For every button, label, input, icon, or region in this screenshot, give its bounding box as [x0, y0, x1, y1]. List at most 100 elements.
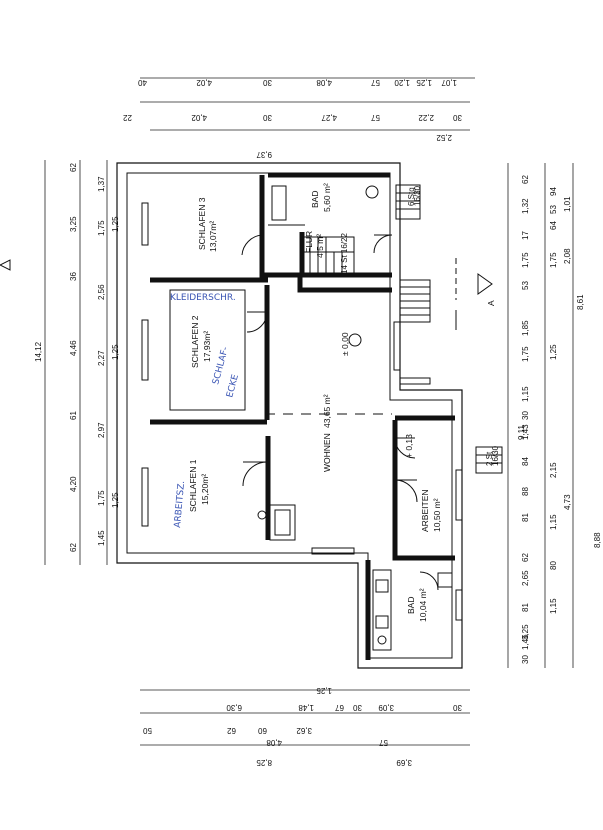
dim-right-row2-4: 1,25	[549, 344, 558, 360]
dim-right-row1-4: 53	[521, 281, 530, 290]
dim-bottom-row1-2: 30	[353, 703, 362, 712]
room-area-flur: 4,5 m²	[315, 234, 325, 258]
dim-left-row2-2: 2,56	[97, 284, 106, 300]
room-area-arbeiten: 10,50 m²	[432, 498, 442, 532]
room-label-arbeiten: ARBEITEN	[420, 489, 430, 532]
dim-right-overall: 9,11	[517, 424, 526, 440]
dim-left-row2-1: 1,75	[97, 220, 106, 236]
stair-label-small-1: 2 St	[485, 451, 494, 466]
stair-label-top: 14 St 16/22	[340, 233, 349, 274]
dim-right-row1-7: 1,15	[521, 386, 530, 402]
room-label-schlafen3: SCHLAFEN 3	[197, 197, 207, 250]
room-label-flur: FLUR	[304, 231, 314, 253]
dim-right-row2-6: 1,15	[549, 514, 558, 530]
dim-top-row2-3: 4,08	[316, 78, 332, 87]
dim-bottom-row3-0: 50	[143, 726, 152, 735]
dim-right-row1-11: 88	[521, 487, 530, 496]
dim-right-row1-13: 2,65	[521, 570, 530, 586]
level-marker	[348, 333, 362, 347]
dim-right-row1-14: 62	[521, 553, 530, 562]
dim-top-row2-7: 1,07	[441, 78, 457, 87]
dim-right-row1-0: 62	[521, 175, 530, 184]
dim-top-row2-5: 1,20	[394, 78, 410, 87]
dim-right-overall2: 8,61	[576, 294, 585, 310]
fireplace	[257, 504, 296, 541]
dim-bottom-row1-4: 3,09	[378, 703, 394, 712]
dim-left-row2-3: 2,27	[97, 350, 106, 366]
room-label-bad-top: BAD	[310, 191, 320, 208]
dim-right-row1-15: 81	[521, 603, 530, 612]
dim-left-row3-1: 1,25	[111, 344, 120, 360]
dim-left-row1-4: 61	[69, 411, 78, 420]
dim-bottom-row2-0: 6,30	[226, 703, 242, 712]
dim-left-row1-2: 36	[69, 272, 78, 281]
dim-bottom-row4-0: 4,08	[266, 738, 282, 747]
dim-right-row2-5: 2,15	[549, 462, 558, 478]
stair-label-small-2: 16/30	[491, 445, 500, 466]
dimension-lines	[44, 77, 574, 746]
dim-left-row1-3: 4,46	[69, 340, 78, 356]
note-arbeitsz: ARBEITSZ.	[173, 480, 187, 528]
level-arbeiten: + 0,13	[404, 434, 414, 458]
dim-top-row2-6: 1,25	[416, 78, 432, 87]
dim-top-row1-2: 30	[263, 113, 272, 122]
room-area-schlafen3: 13,07m²	[208, 221, 218, 252]
dim-left-row3-0: 1,25	[111, 216, 120, 232]
dim-right-row2-3: 1,75	[549, 252, 558, 268]
dim-top-overall: 9,37	[256, 150, 272, 159]
dim-right-row1-2: 17	[521, 231, 530, 240]
stair-small	[475, 446, 503, 474]
room-label-schlafen1: SCHLAFEN 1	[188, 459, 198, 512]
dim-bottom-row1-3: 67	[335, 703, 344, 712]
note-kleiderschr: KLEIDERSCHR.	[170, 293, 236, 303]
dim-top-overall2: 2,52	[436, 133, 452, 142]
dim-top-row2-1: 4,02	[196, 78, 212, 87]
dim-left-row2-6: 1,45	[97, 530, 106, 546]
doors	[241, 234, 439, 591]
dim-top-row1-3: 4,27	[321, 113, 337, 122]
dim-right-row1-10: 84	[521, 457, 530, 466]
dim-right-row1-6: 1,75	[521, 346, 530, 362]
room-label-schlafen2: SCHLAFEN 2	[190, 315, 200, 368]
dim-right-row3-0: 1,01	[563, 196, 572, 212]
dim-right-row1-8: 30	[521, 411, 530, 420]
dim-right-row2-1: 53	[549, 205, 558, 214]
dim-top-row1-6: 30	[453, 113, 462, 122]
stair-label-side-1: 6 Stg	[407, 187, 416, 206]
dim-top-row2-4: 57	[371, 78, 380, 87]
dim-right-row3-1: 2,08	[563, 248, 572, 264]
dim-right-row2-8: 1,15	[549, 598, 558, 614]
room-label-wohnen: WOHNEN	[322, 433, 332, 472]
dim-bottom-row1-0: 1,25	[316, 686, 332, 695]
level-main: ± 0,00	[340, 332, 350, 356]
room-area-schlafen2: 17,93m²	[202, 331, 212, 362]
room-area-schlafen1: 15,20m²	[200, 474, 210, 505]
dim-right-overall3: 8,88	[593, 532, 602, 548]
dim-right-row2-7: 80	[549, 561, 558, 570]
dim-left-row1-6: 62	[69, 543, 78, 552]
room-label-bad-bottom: BAD	[406, 597, 416, 614]
dim-top-row1-1: 4,02	[191, 113, 207, 122]
dim-left-row1-0: 62	[69, 163, 78, 172]
dim-right-row1-5: 1,85	[521, 320, 530, 336]
dim-bottom-row3-1: 62	[227, 726, 236, 735]
dim-left-row3-2: 1,25	[111, 492, 120, 508]
stair-top-right	[395, 184, 421, 220]
dim-top-row1-0: 22	[123, 113, 132, 122]
dim-left-row2-0: 1,37	[97, 176, 106, 192]
dim-top-row2-2: 30	[263, 78, 272, 87]
dim-right-row1-16: 3,25	[521, 624, 530, 640]
dim-top-row1-4: 57	[371, 113, 380, 122]
room-area-wohnen: 43,65 m²	[322, 394, 332, 428]
dim-left-overall: 14,12	[34, 341, 43, 362]
dim-right-row2-2: 64	[549, 221, 558, 230]
dim-bottom-row3-2: 60	[258, 726, 267, 735]
dim-left-row1-1: 3,25	[69, 216, 78, 232]
dim-right-row1-9: 1,43	[521, 424, 530, 440]
dim-right-row1-12: 81	[521, 513, 530, 522]
room-area-bad-top: 5,60 m²	[322, 183, 332, 212]
dim-bottom-row1-5: 30	[453, 703, 462, 712]
dim-right-row1-18: 30	[521, 655, 530, 664]
dim-top-row1-5: 2,22	[418, 113, 434, 122]
